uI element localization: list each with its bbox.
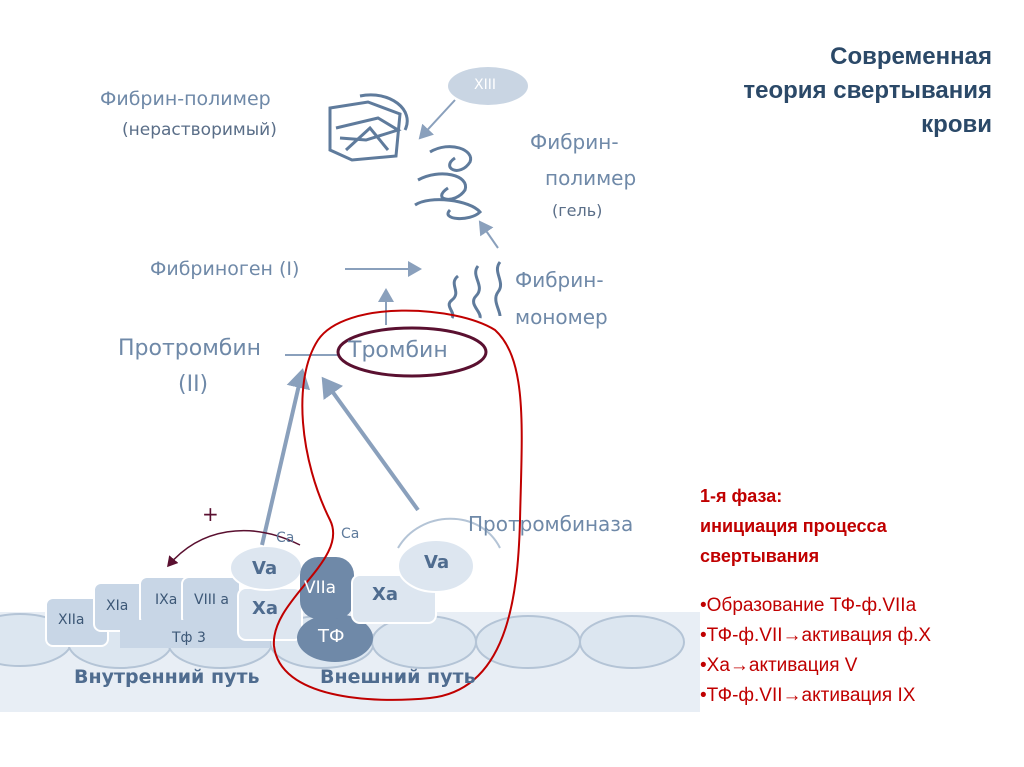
- label-intrinsic-path: Внутренний путь: [74, 666, 260, 688]
- label-xia: XIa: [106, 598, 128, 614]
- label-tf3: Тф 3: [172, 630, 206, 646]
- phase-bullet-2: •ТФ-ф.VII→активация ф.X: [700, 621, 1020, 651]
- label-ixa: IXa: [155, 592, 177, 608]
- arrow-prothrombinase-up: [324, 380, 418, 510]
- label-fibrin-monomer-2: мономер: [515, 305, 608, 329]
- label-insoluble-note: (нерастворимый): [122, 120, 277, 140]
- label-prothrombin: Протромбин: [118, 336, 261, 361]
- phase-spacer: [700, 571, 1020, 591]
- label-va-right: Va: [424, 552, 449, 573]
- phase-description: 1-я фаза: инициация процесса свертывания…: [700, 481, 1020, 711]
- label-extrinsic-path: Внешний путь: [320, 666, 476, 688]
- phase-bullet-1: •Образование ТФ-ф.VIIa: [700, 591, 1020, 621]
- label-viia: VIIa: [304, 578, 336, 598]
- fibrin-monomer-drawing: [449, 262, 500, 318]
- label-fibrin-polymer-insoluble: Фибрин-полимер: [100, 88, 271, 110]
- label-prothrombinase: Протромбиназа: [468, 512, 633, 536]
- label-thrombin: Тромбин: [348, 338, 448, 363]
- label-tf: ТФ: [318, 626, 345, 647]
- label-xiii: XIII: [474, 77, 496, 93]
- arrow-va-up: [262, 372, 302, 545]
- phase-heading-3: свертывания: [700, 541, 1020, 571]
- fibrin-polymer-gel-drawing: [415, 147, 480, 219]
- label-xa-left: Xa: [252, 598, 278, 619]
- phase-heading-1: 1-я фаза:: [700, 481, 1020, 511]
- label-xa-right: Xa: [372, 584, 398, 605]
- label-ca-2: Ca: [341, 526, 359, 542]
- label-va-left: Va: [252, 558, 277, 579]
- label-xiia: XIIa: [58, 612, 84, 628]
- label-ca-1: Ca: [276, 530, 294, 546]
- arrow-xiii: [420, 100, 455, 138]
- phase-heading-2: инициация процесса: [700, 511, 1020, 541]
- label-gel-note: (гель): [552, 201, 602, 220]
- label-viiia: VIII a: [194, 592, 229, 608]
- label-fibrinogen: Фибриноген (I): [150, 258, 299, 280]
- label-plus: +: [202, 502, 219, 526]
- label-fibrin-polymer-gel-1: Фибрин-: [530, 130, 619, 154]
- label-prothrombin-num: (II): [178, 372, 208, 397]
- phase-bullet-3: •Xa→активация V: [700, 651, 1020, 681]
- label-fibrin-monomer-1: Фибрин-: [515, 268, 604, 292]
- phase-bullet-4: •ТФ-ф.VII→активация IX: [700, 681, 1020, 711]
- arrow-monomer-to-gel: [480, 222, 498, 248]
- fibrin-polymer-insoluble-drawing: [330, 95, 407, 160]
- label-fibrin-polymer-gel-2: полимер: [545, 166, 636, 190]
